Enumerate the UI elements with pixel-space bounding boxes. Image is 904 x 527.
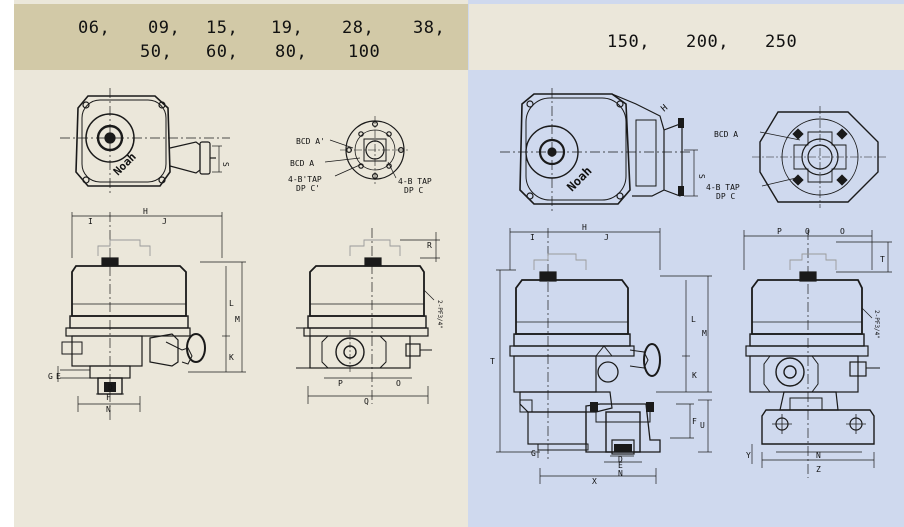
left-dim-g: G [48, 372, 53, 381]
right-dim-y: Y [746, 451, 751, 460]
left-flange-view [324, 116, 410, 184]
left-header [14, 4, 468, 70]
left-dim-e: E [56, 372, 61, 381]
left-dp-c: DP C [404, 186, 423, 195]
size-150: 150, [607, 32, 650, 52]
right-brand-logo: Noah [564, 164, 594, 194]
right-front-view [496, 228, 712, 484]
left-dim-j: J [162, 217, 167, 226]
right-dim-t-side: T [880, 255, 885, 264]
left-dim-m: M [235, 315, 240, 324]
left-dim-s: S [221, 162, 230, 167]
right-dim-p: P [777, 227, 782, 236]
size-19: 19, [271, 18, 304, 38]
right-header [469, 4, 904, 70]
size-06: 06, [78, 18, 111, 38]
right-dim-o: O [840, 227, 845, 236]
left-dim-d: D [108, 383, 113, 392]
right-dim-n: N [618, 469, 623, 478]
left-dp-c-prime: DP C' [296, 184, 320, 193]
left-side-view [296, 228, 440, 404]
right-conduit: 2-PF3/4" [873, 310, 880, 339]
size-50: 50, [140, 42, 173, 62]
right-dim-g: G [531, 449, 536, 458]
left-tap-b-prime: 4-B'TAP [288, 175, 322, 184]
right-dim-m: M [702, 329, 707, 338]
right-panel [468, 0, 904, 527]
left-conduit: 2-PF3/4" [436, 300, 443, 329]
size-60: 60, [206, 42, 239, 62]
size-250: 250 [765, 32, 798, 52]
left-dim-f: F [106, 393, 111, 402]
size-09: 09, [148, 18, 181, 38]
left-dim-r: R [427, 241, 432, 250]
left-dim-p: P [338, 379, 343, 388]
left-dim-q: Q [364, 397, 369, 406]
right-tap-b: 4-B TAP [706, 183, 740, 192]
right-dim-x: X [592, 477, 597, 486]
right-dim-f: F [692, 417, 697, 426]
right-dim-l: L [691, 315, 696, 324]
right-dim-e: E [618, 461, 623, 470]
size-15: 15, [206, 18, 239, 38]
size-200: 200, [686, 32, 729, 52]
right-dim-z: Z [816, 465, 821, 474]
right-dim-i: I [530, 233, 535, 242]
left-dim-i: I [88, 217, 93, 226]
left-tap-b: 4-B TAP [398, 177, 432, 186]
left-dim-l: L [229, 299, 234, 308]
right-dim-u: U [700, 421, 705, 430]
right-dim-q: Q [805, 227, 810, 236]
right-dim-t: T [490, 357, 495, 366]
right-dim-h: H [582, 223, 587, 232]
size-38: 38, [413, 18, 446, 38]
left-front-view [57, 212, 246, 420]
left-dim-h: H [143, 207, 148, 216]
left-dim-o: O [396, 379, 401, 388]
right-top-view [500, 88, 698, 212]
right-dim-j: J [604, 233, 609, 242]
left-brand-logo: Noah [111, 150, 139, 178]
right-side-view [743, 230, 892, 478]
right-dim-d: D [618, 455, 623, 464]
right-dim-s: S [697, 174, 706, 179]
left-bcd-a-prime: BCD A' [296, 137, 325, 146]
left-top-view [60, 88, 230, 196]
right-dp-c: DP C [716, 192, 735, 201]
left-dim-n: N [106, 405, 111, 414]
size-80: 80, [275, 42, 308, 62]
right-dim-n-side: N [816, 451, 821, 460]
size-100: 100 [348, 42, 381, 62]
left-bcd-a: BCD A [290, 159, 314, 168]
right-flange-view [752, 106, 888, 208]
right-dim-h-top: H [660, 103, 671, 114]
left-dim-k: K [229, 353, 234, 362]
left-panel [14, 0, 469, 527]
size-28: 28, [342, 18, 375, 38]
right-bcd-a: BCD A [714, 130, 738, 139]
right-dim-k: K [692, 371, 697, 380]
